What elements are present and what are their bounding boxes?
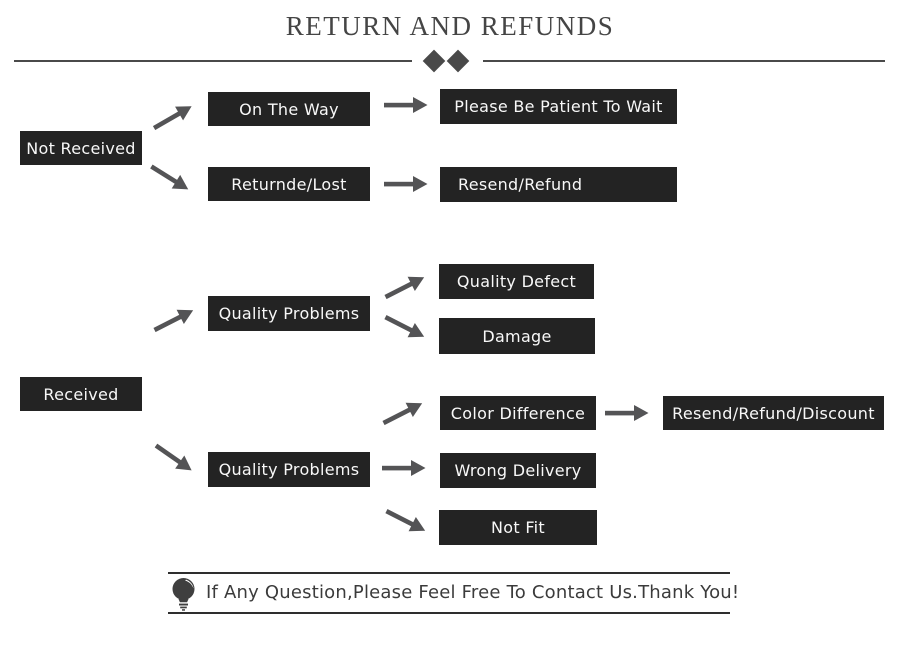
arrow-up-right-icon bbox=[381, 270, 428, 305]
flow-node-returned-lost: Returnde/Lost bbox=[208, 167, 370, 201]
flow-node-damage: Damage bbox=[439, 318, 595, 354]
arrow-down-right-icon bbox=[381, 309, 428, 344]
flow-node-resend-refund: Resend/Refund bbox=[440, 167, 677, 202]
flow-node-please-be-patient: Please Be Patient To Wait bbox=[440, 89, 677, 124]
arrow-down-right-icon bbox=[151, 438, 197, 477]
divider-line-left bbox=[14, 60, 412, 62]
flow-node-not-received: Not Received bbox=[20, 131, 142, 165]
lightbulb-icon bbox=[172, 578, 195, 611]
footer-line-top bbox=[168, 572, 730, 574]
divider-line-right bbox=[483, 60, 885, 62]
arrow-right-icon bbox=[605, 405, 649, 421]
arrow-up-right-icon bbox=[379, 396, 426, 431]
contact-message: If Any Question,Please Feel Free To Cont… bbox=[206, 582, 740, 603]
flow-node-wrong-delivery: Wrong Delivery bbox=[440, 453, 596, 488]
diamond-icon bbox=[422, 49, 446, 73]
flow-node-resend-refund-discount: Resend/Refund/Discount bbox=[663, 396, 884, 430]
flow-node-not-fit: Not Fit bbox=[439, 510, 597, 545]
arrow-right-icon bbox=[384, 176, 428, 192]
arrow-right-icon bbox=[382, 460, 426, 476]
flow-node-received: Received bbox=[20, 377, 142, 411]
flow-node-quality-defect: Quality Defect bbox=[439, 264, 594, 299]
flow-node-quality-problems-upper: Quality Problems bbox=[208, 296, 370, 331]
arrow-right-icon bbox=[384, 97, 428, 113]
arrow-down-right-icon bbox=[382, 503, 429, 538]
diamond-icon bbox=[446, 49, 470, 73]
arrow-up-right-icon bbox=[150, 303, 197, 338]
flow-node-on-the-way: On The Way bbox=[208, 92, 370, 126]
arrow-down-right-icon bbox=[147, 159, 193, 197]
flow-node-quality-problems-lower: Quality Problems bbox=[208, 452, 370, 487]
page-title: RETURN AND REFUNDS bbox=[285, 11, 615, 41]
contact-note: If Any Question,Please Feel Free To Cont… bbox=[168, 572, 739, 614]
footer-line-bottom bbox=[168, 612, 730, 614]
flow-node-color-difference: Color Difference bbox=[440, 396, 596, 430]
arrow-up-right-icon bbox=[149, 99, 196, 135]
